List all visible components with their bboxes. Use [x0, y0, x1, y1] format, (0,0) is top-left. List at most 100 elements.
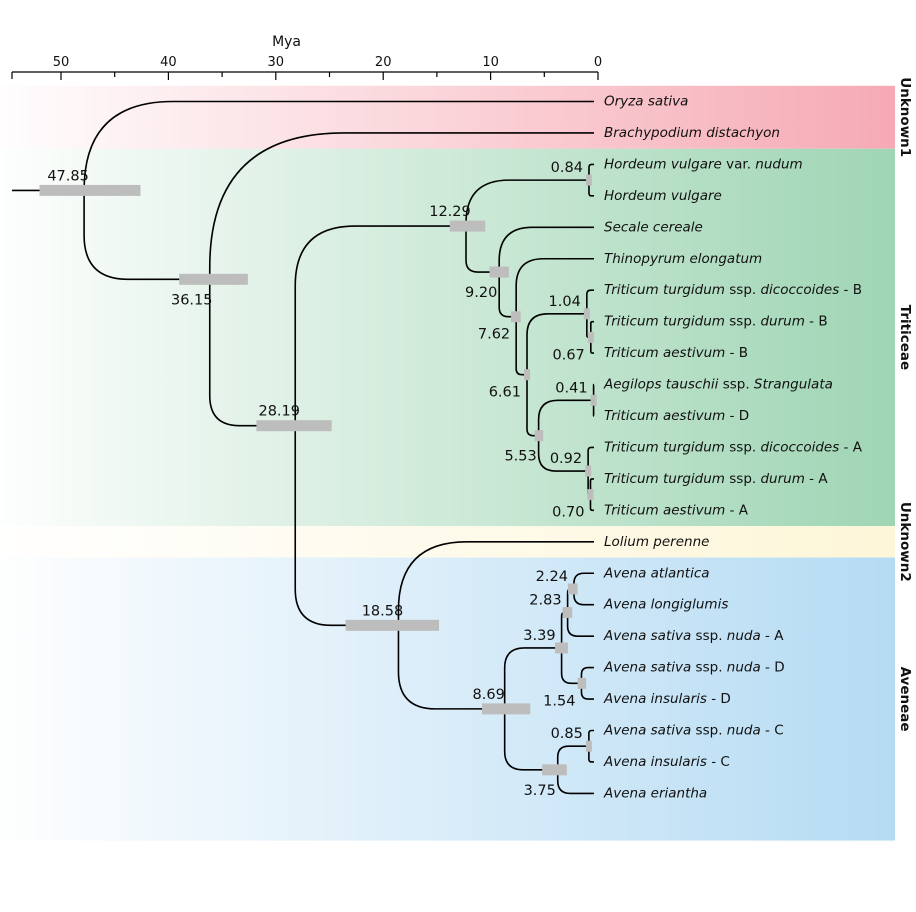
branch — [588, 163, 594, 181]
branch — [526, 312, 587, 375]
tip-label: Triticum turgidum ssp. durum - A — [604, 471, 828, 487]
branch — [556, 769, 594, 795]
group-band-unknown2 — [0, 526, 895, 558]
branch — [397, 541, 594, 626]
branch — [465, 226, 500, 273]
hpd-bar — [524, 369, 531, 381]
branch — [537, 399, 594, 436]
tip-label: Brachypodium distachyon — [604, 125, 780, 141]
branch — [515, 257, 594, 317]
tip-label: Triticum turgidum ssp. durum - B — [604, 314, 828, 330]
node-age-label: 1.04 — [549, 294, 581, 310]
node-age-label: 9.20 — [465, 285, 497, 301]
hpd-bar — [449, 220, 486, 232]
node-age-label: 8.69 — [473, 687, 505, 703]
tip-label: Secale cereale — [604, 219, 703, 235]
node-age-label: 2.83 — [529, 593, 561, 609]
hpd-bar — [587, 331, 594, 343]
branch — [83, 100, 594, 191]
hpd-bar — [511, 311, 521, 323]
tip-label: Hordeum vulgare var. nudum — [604, 156, 803, 172]
tip-label: Lolium perenne — [604, 534, 709, 550]
tip-label: Triticum turgidum ssp. dicoccoides - A — [604, 439, 863, 455]
group-label-unknown1: Unknown1 — [897, 77, 913, 157]
node-age-label: 3.75 — [524, 783, 556, 799]
branch — [498, 226, 594, 273]
branch — [590, 337, 594, 354]
node-age-label: 7.62 — [478, 327, 510, 343]
hpd-bar — [567, 583, 578, 595]
branch — [588, 746, 594, 763]
branch — [294, 225, 467, 426]
tip-label: Avena insularis - D — [603, 691, 731, 707]
node-age-label: 0.85 — [551, 726, 583, 742]
axis-tick-label: 50 — [53, 55, 70, 70]
branch — [573, 572, 594, 589]
branch — [537, 435, 589, 472]
axis-tick-label: 30 — [268, 55, 285, 70]
group-label-unknown2: Unknown2 — [897, 502, 913, 582]
node-age-labels: 47.8536.1528.1912.290.849.207.626.611.04… — [47, 160, 587, 799]
hpd-bar — [345, 619, 440, 631]
tip-label: Triticum aestivum - D — [604, 408, 749, 424]
node-age-label: 28.19 — [258, 404, 300, 420]
branch — [580, 666, 594, 684]
node-age-label: 36.15 — [171, 292, 213, 308]
branch — [294, 425, 399, 627]
branch — [526, 374, 539, 437]
hpd-bars — [39, 174, 597, 776]
axis-tick-label: 10 — [482, 55, 499, 70]
group-bands — [0, 85, 895, 841]
branch — [208, 279, 296, 427]
node-age-label: 0.84 — [551, 160, 583, 176]
tip-label: Avena sativa ssp. nuda - A — [603, 628, 784, 644]
hpd-bar — [256, 420, 332, 432]
hpd-bar — [534, 430, 544, 442]
branch — [397, 625, 505, 710]
axis-tick-label: 20 — [375, 55, 392, 70]
hpd-bar — [585, 174, 592, 186]
branch — [556, 745, 589, 770]
branch — [587, 446, 594, 472]
branch — [503, 647, 562, 709]
branch — [566, 612, 594, 637]
branch — [503, 708, 558, 771]
tip-label: Aegilops tauschii ssp. Strangulata — [603, 377, 833, 393]
tip-label: Avena sativa ssp. nuda - C — [603, 723, 784, 739]
group-band-unknown1 — [0, 85, 895, 149]
hpd-bar — [555, 642, 568, 654]
branches — [12, 100, 595, 795]
time-axis: 50 40 30 20 10 0 Mya — [11, 34, 602, 80]
hpd-bar — [39, 184, 141, 196]
branch — [589, 478, 594, 495]
group-label-triticeae: Triticeae — [897, 305, 913, 371]
branch — [589, 494, 594, 512]
node-age-label: 3.39 — [523, 628, 555, 644]
node-age-label: 12.29 — [429, 204, 471, 220]
axis-tick-label: 40 — [160, 55, 177, 70]
tip-label: Avena sativa ssp. nuda - D — [603, 660, 785, 676]
branch — [515, 316, 528, 376]
hpd-bar — [585, 740, 592, 752]
node-age-label: 0.41 — [555, 380, 587, 396]
node-age-label: 2.24 — [536, 569, 568, 585]
hpd-bar — [489, 266, 509, 278]
branch — [498, 272, 517, 318]
axis-tick-label: 0 — [594, 55, 602, 70]
node-age-label: 0.92 — [550, 451, 582, 467]
tip-label: Oryza sativa — [604, 94, 688, 110]
branch — [588, 180, 594, 197]
axis-title: Mya — [272, 34, 301, 50]
hpd-bar — [562, 607, 573, 619]
node-age-label: 18.58 — [362, 603, 404, 619]
branch — [208, 132, 594, 280]
tip-label: Thinopyrum elongatum — [604, 251, 762, 267]
tip-label: Avena eriantha — [603, 785, 707, 801]
node-age-label: 5.53 — [504, 449, 536, 465]
hpd-bar — [587, 489, 594, 501]
branch — [580, 683, 594, 700]
node-age-label: 0.70 — [552, 505, 584, 521]
